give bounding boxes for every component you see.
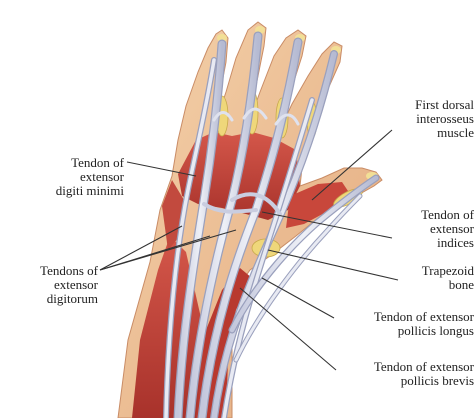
label-tendon-extensor-pollicis-longus: Tendon of extensor pollicis longus: [334, 310, 474, 338]
extensor-hood-2: [242, 107, 268, 120]
leader-pollicis-longus: [261, 277, 335, 319]
leader-first-dorsal: [311, 129, 393, 201]
extensor-hood-3: [274, 113, 300, 126]
label-tendon-extensor-pollicis-brevis: Tendon of extensor pollicis brevis: [336, 360, 474, 388]
label-line: Tendon of extensor: [373, 359, 474, 374]
leader-digitorum-a: [99, 225, 183, 271]
tendon-pollicis-longus-inner: [229, 175, 379, 333]
label-line: bone: [448, 277, 474, 292]
label-line: extensor: [53, 277, 98, 292]
label-line: First dorsal: [415, 97, 474, 112]
fingertip-nail-1: [217, 34, 227, 42]
leader-digiti-minimi: [126, 161, 197, 177]
label-line: pollicis brevis: [400, 373, 474, 388]
extensor-hood-1: [212, 111, 234, 122]
label-line: extensor: [429, 221, 474, 236]
label-line: Trapezoid: [421, 263, 474, 278]
label-line: Tendon of: [421, 207, 474, 222]
label-tendon-extensor-indices: Tendon of extensor indices: [395, 208, 474, 250]
label-tendon-extensor-digiti-minimi: Tendon of extensor digiti minimi: [0, 156, 124, 198]
label-tendons-extensor-digitorum: Tendons of extensor digitorum: [0, 264, 98, 306]
leader-pollicis-brevis: [239, 287, 337, 371]
leader-lines: [99, 129, 399, 371]
leader-indices: [261, 211, 393, 239]
leader-digitorum-c: [99, 229, 237, 271]
label-line: muscle: [437, 125, 474, 140]
label-line: indices: [437, 235, 474, 250]
intertendinous-connection-2: [230, 192, 282, 216]
label-line: Tendon of: [71, 155, 124, 170]
leader-trapezoid: [267, 249, 399, 281]
tendon-digitorum-1-inner: [174, 40, 226, 418]
tendon-digiti-minimi-inner: [164, 58, 216, 418]
label-line: extensor: [79, 169, 124, 184]
label-trapezoid-bone: Trapezoid bone: [398, 264, 474, 292]
label-line: Tendon of extensor: [373, 309, 474, 324]
label-line: Tendons of: [40, 263, 98, 278]
label-line: digiti minimi: [55, 183, 124, 198]
tendon-pollicis-brevis-inner: [234, 194, 362, 362]
label-line: interosseus: [416, 111, 474, 126]
first-dorsal-interosseus-muscle: [286, 182, 350, 228]
label-first-dorsal-interosseus-muscle: First dorsal interosseus muscle: [383, 98, 474, 140]
label-line: pollicis longus: [397, 323, 474, 338]
label-line: digitorum: [46, 291, 98, 306]
intertendinous-connection-1: [202, 202, 258, 214]
